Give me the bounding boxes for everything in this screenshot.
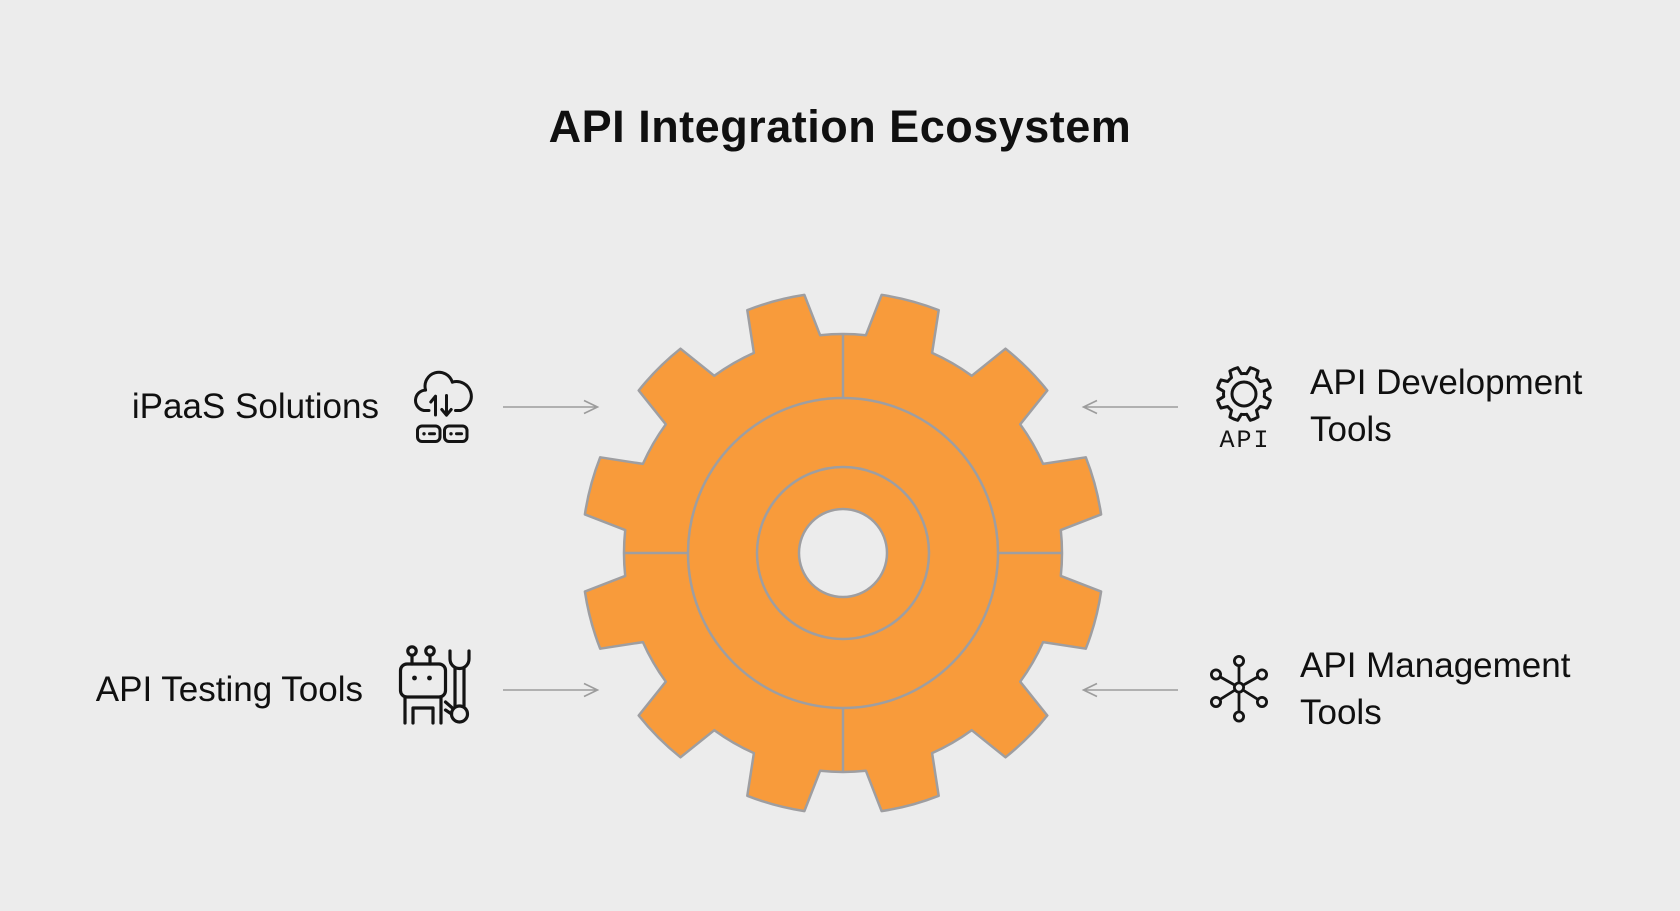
arrow-right-icon <box>503 682 600 698</box>
item-label: API Development Tools <box>1310 363 1583 449</box>
item-label: API Management Tools <box>1300 646 1571 732</box>
item-ipaas-solutions: iPaaS Solutions <box>0 345 600 469</box>
arrow-right-icon <box>503 399 600 415</box>
api-icon-text: API <box>1219 426 1270 451</box>
arrow-left-icon <box>1081 682 1178 698</box>
api-gear-icon: API <box>1216 366 1272 451</box>
gear-hub-hole <box>797 507 889 599</box>
item-api-management-tools: API Management Tools <box>1081 628 1605 752</box>
item-label: iPaaS Solutions <box>131 387 379 426</box>
gear-mid-circle <box>755 465 931 641</box>
network-nodes-icon <box>1210 655 1269 723</box>
gear-icon <box>583 293 1103 813</box>
cloud-sync-devices-icon <box>414 370 473 443</box>
item-api-testing-tools: API Testing Tools <box>0 628 600 752</box>
diagram-title: API Integration Ecosystem <box>548 101 1132 152</box>
arrow-left-icon <box>1081 399 1178 415</box>
robot-wrench-icon <box>398 645 471 725</box>
item-label: API Testing Tools <box>95 670 363 709</box>
item-api-development-tools: API API Development Tools <box>1081 345 1615 469</box>
